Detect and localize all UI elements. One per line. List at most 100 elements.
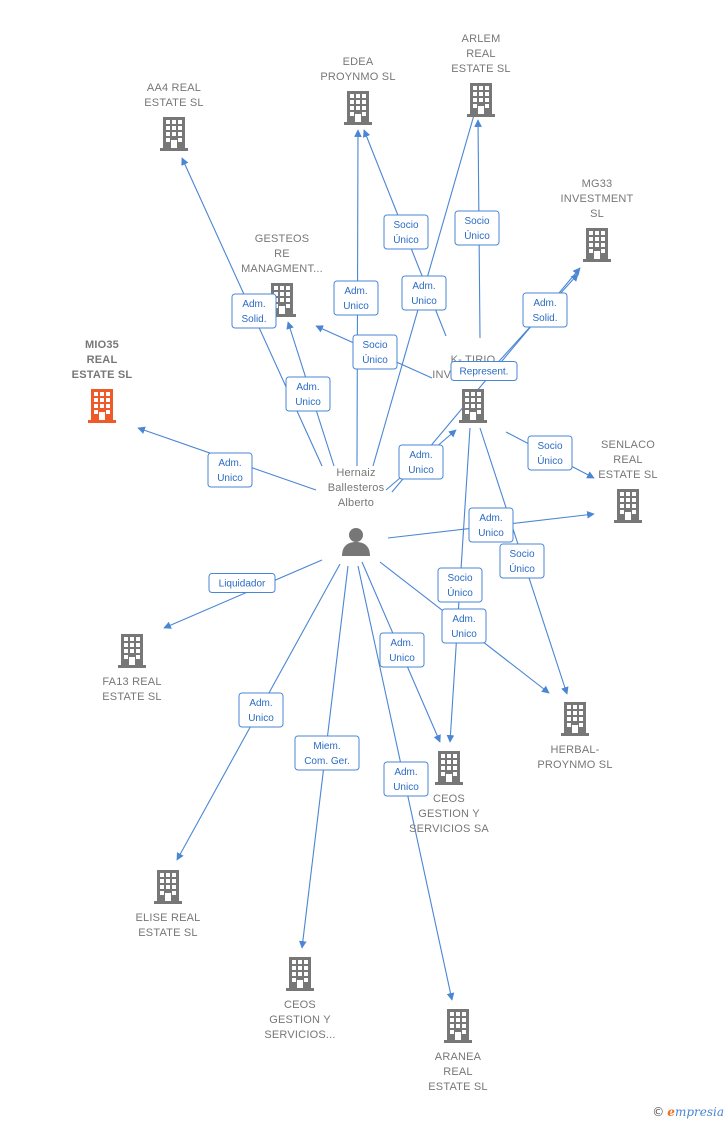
edge-label-box[interactable] — [352, 334, 398, 370]
edge-label-text: Único — [447, 586, 473, 599]
edge-label-hernaiz-to-ktirio[interactable]: Adm.Unico — [398, 444, 444, 480]
edge-label-box[interactable] — [437, 567, 483, 603]
building-icon[interactable] — [88, 389, 116, 423]
edge-label-box[interactable] — [294, 735, 360, 771]
edge-label-box[interactable] — [527, 435, 573, 471]
node-label: ESTATE SL — [428, 1081, 487, 1093]
edge-labels-layer: Adm.Solid.Adm.UnicoAdm.UnicoAdm.UnicoAdm… — [207, 210, 573, 797]
edge-label-text: Unico — [478, 528, 504, 539]
edge-label-box[interactable] — [450, 361, 518, 381]
edge-label-box[interactable] — [379, 632, 425, 668]
edge-label-ktirio-to-mg33[interactable]: Represent. — [450, 361, 518, 381]
edge-label-box[interactable] — [285, 376, 331, 412]
node-label: Hernaiz — [336, 467, 375, 479]
edge-label-text: Adm. — [452, 614, 475, 625]
building-icon[interactable] — [459, 389, 487, 423]
edge-label-text: Unico — [295, 397, 321, 408]
building-icon[interactable] — [154, 870, 182, 904]
building-icon[interactable] — [614, 489, 642, 523]
edge-label-hernaiz-to-herbal[interactable]: Adm. Unico — [441, 608, 487, 644]
edge-label-box[interactable] — [441, 608, 487, 644]
building-icon[interactable] — [286, 957, 314, 991]
building-icon[interactable] — [561, 702, 589, 736]
building-icon[interactable] — [583, 228, 611, 262]
node-label: CEOS — [284, 999, 316, 1011]
building-icon[interactable] — [435, 751, 463, 785]
edge-label-text: Adm. — [479, 513, 502, 524]
edge-label-box[interactable] — [522, 292, 568, 328]
node-label: SENLACO — [601, 439, 655, 451]
building-icon[interactable] — [344, 91, 372, 125]
building-icon[interactable] — [160, 117, 188, 151]
edge-label-box[interactable] — [208, 573, 276, 593]
edge-label-hernaiz-to-elise[interactable]: Adm.Unico — [238, 692, 284, 728]
edge-label-box[interactable] — [383, 761, 429, 797]
edge-label-hernaiz-to-senlaco[interactable]: Adm. Unico — [468, 507, 514, 543]
node-label: REAL — [466, 48, 496, 60]
edge-label-box[interactable] — [398, 444, 444, 480]
edge-label-hernaiz-to-arlem[interactable]: Adm.Unico — [401, 275, 447, 311]
edge-label-box[interactable] — [468, 507, 514, 543]
edge-label-hernaiz-to-aranea[interactable]: Adm.Unico — [383, 761, 429, 797]
edge-label-hernaiz-to-edea[interactable]: Adm.Unico — [333, 280, 379, 316]
edge-label-text: Socio — [362, 340, 387, 351]
edge-label-box[interactable] — [238, 692, 284, 728]
edge-label-text: Unico — [248, 713, 274, 724]
person-icon[interactable] — [342, 528, 370, 556]
edge-label-hernaiz-to-ceos2[interactable]: Miem.Com. Ger. — [294, 735, 360, 771]
node-herbal[interactable]: HERBAL-PROYNMO SL — [537, 702, 612, 771]
edge-label-hernaiz-to-aa4[interactable]: Adm.Solid. — [231, 293, 277, 329]
edge-label-box[interactable] — [401, 275, 447, 311]
edge-label-hernaiz-to-gesteos[interactable]: Adm.Unico — [285, 376, 331, 412]
edge-label-box[interactable] — [383, 214, 429, 250]
node-label: SERVICIOS... — [264, 1029, 335, 1041]
edge-label-box[interactable] — [454, 210, 500, 246]
edge-label-text: Socio — [393, 220, 418, 231]
node-label: ARLEM — [462, 33, 501, 45]
brand-initial: e — [667, 1105, 675, 1119]
node-label: ESTATE SL — [72, 369, 133, 381]
brand-footer: ©empresia — [652, 1105, 724, 1119]
edge-label-box[interactable] — [499, 543, 545, 579]
node-label: PROYNMO SL — [537, 759, 612, 771]
node-gesteos[interactable]: GESTEOSREMANAGMENT... — [241, 233, 323, 317]
building-icon[interactable] — [118, 634, 146, 668]
edge-label-box[interactable] — [333, 280, 379, 316]
edge-label-hernaiz-to-ceos1[interactable]: Adm.Unico — [379, 632, 425, 668]
edge-label-hernaiz-to-mio35[interactable]: Adm.Unico — [207, 452, 253, 488]
edge-label-text: Miem. — [313, 741, 340, 752]
node-label: MANAGMENT... — [241, 263, 323, 275]
edge-label-text: Único — [537, 454, 563, 467]
edge-label-text: Socio — [537, 441, 562, 452]
edge-label-box[interactable] — [231, 293, 277, 329]
edge-label-hernaiz-to-fa13[interactable]: Liquidador — [208, 573, 276, 593]
edge-label-box[interactable] — [207, 452, 253, 488]
edge-label-text: Unico — [451, 629, 477, 640]
node-label: Ballesteros — [328, 482, 385, 494]
building-icon[interactable] — [444, 1009, 472, 1043]
building-icon[interactable] — [467, 83, 495, 117]
node-label: SERVICIOS SA — [409, 823, 489, 835]
edge-label-hernaiz-to-mg33[interactable]: Adm.Solid. — [522, 292, 568, 328]
node-label: REAL — [443, 1066, 473, 1078]
edge-label-text: Unico — [217, 473, 243, 484]
